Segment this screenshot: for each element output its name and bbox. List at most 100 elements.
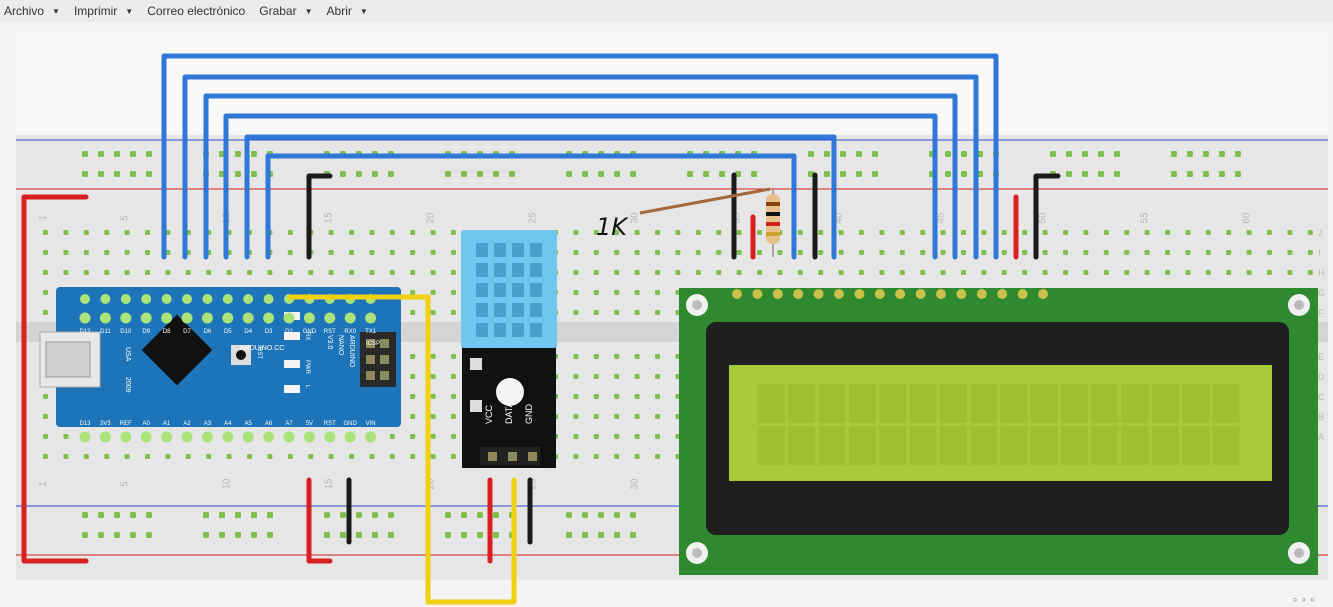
breadboard-hole [1226,270,1232,275]
rail-hole [840,171,846,177]
blue-wire[interactable] [244,134,837,260]
breadboard-hole [818,230,824,235]
breadboard-hole [593,414,599,419]
breadboard-hole [981,230,987,235]
rail-hole [98,171,104,177]
menu-archivo[interactable]: Archivo▼ [0,4,70,18]
breadboard-hole [716,230,722,235]
blue-wire[interactable] [182,74,979,260]
breadboard-hole [430,394,436,399]
blue-wire[interactable] [265,153,797,260]
rail-hole [1114,171,1120,177]
yellow-wire-data[interactable] [287,294,517,605]
breadboard-hole [63,454,69,459]
rail-hole [509,171,515,177]
breadboard-hole [736,250,742,255]
breadboard-hole [634,414,640,419]
pin-label: D12 [79,329,91,335]
black-wire-gnd[interactable] [1033,173,1061,260]
arduino-nano[interactable]: USA2009RSTTXRXPWRLARDUINO.CCARDUINONANOV… [39,287,401,443]
rail-hole [146,512,152,518]
rail-hole [856,151,862,157]
sensor-led-icon [496,378,524,406]
rail-hole [824,171,830,177]
resistor-1k[interactable]: 1K [596,187,780,257]
breadboard-hole [451,354,456,359]
breadboard-hole [430,434,436,439]
breadboard-hole [736,230,742,235]
pin-label: 5V [306,421,313,427]
breadboard-hole [655,354,660,359]
breadboard-hole [981,250,987,255]
lcd-char-cell [758,426,785,465]
menu-correo[interactable]: Correo electrónico [143,4,255,18]
breadboard-hole [43,230,48,235]
column-number: 45 [936,212,947,224]
blue-wire[interactable] [203,93,958,260]
rail-hole [630,171,636,177]
icsp-pin [366,355,375,364]
rail-hole [1082,151,1088,157]
breadboard-hole [1226,230,1232,235]
lcd-pin [772,289,783,299]
menu-abrir[interactable]: Abrir▼ [323,4,378,18]
breadboard-hole [961,270,966,275]
menu-imprimir[interactable]: Imprimir▼ [70,4,143,18]
lcd-char-cell [1151,426,1179,465]
rail-hole [1114,151,1120,157]
status-led [284,360,300,368]
sensor-grille [530,243,542,257]
lcd-char-cell [1030,384,1058,423]
breadboard-hole [1022,250,1028,255]
breadboard-hole [614,374,620,379]
blue-wire[interactable] [223,113,938,260]
red-wire-vcc[interactable] [21,194,89,564]
lcd-char-cell [1091,384,1119,423]
resistor-annotation: 1K [596,213,629,241]
lcd-pin [752,289,763,299]
header-pin [222,312,234,324]
circuit-canvas[interactable]: 1155101015152020252530303535404045455050… [0,22,1333,607]
rail-hole [1050,151,1056,157]
red-wire-vcc[interactable] [306,477,333,564]
pin-label: D2 [285,329,293,335]
pin-label: D7 [183,329,191,335]
breadboard-hole [430,414,436,419]
breadboard-hole [716,270,722,275]
pin-label: D9 [142,329,150,335]
header-pin [140,431,152,443]
wires[interactable] [21,53,1061,605]
rail-hole [1235,151,1241,157]
black-wire-gnd[interactable] [306,173,333,260]
menu-imprimir-label: Imprimir [73,4,118,18]
sensor-grille [494,243,506,257]
row-letter: A [1318,432,1324,442]
menu-grabar[interactable]: Grabar▼ [255,4,322,18]
led-label: RX [304,332,310,340]
breadboard-hole [1083,270,1089,275]
rst-label: RST [256,347,262,359]
zoom-handle-icon[interactable]: ◦ ◦ ◦ [1292,591,1315,607]
top-pin-pad [80,294,90,304]
rail-hole [703,171,709,177]
header-pin [344,431,356,443]
lcd-char-cell [848,384,876,423]
breadboard-hole [614,434,620,439]
blue-wire[interactable] [161,53,999,260]
breadboard-hole [1103,270,1109,275]
breadboard-hole [634,310,640,315]
lcd-1602[interactable] [679,288,1318,575]
breadboard-hole [573,394,579,399]
breadboard-hole [1205,250,1211,255]
icsp-pin [366,371,375,380]
breadboard-hole [1307,230,1313,235]
pin-label: TX1 [365,329,377,335]
breadboard-hole [573,250,579,255]
pin-label: VIN [366,421,376,427]
header-pin [201,431,213,443]
rail-hole [114,171,120,177]
rail-hole [493,532,499,538]
rail-hole [372,532,378,538]
mount-hole-inner [1294,548,1304,558]
